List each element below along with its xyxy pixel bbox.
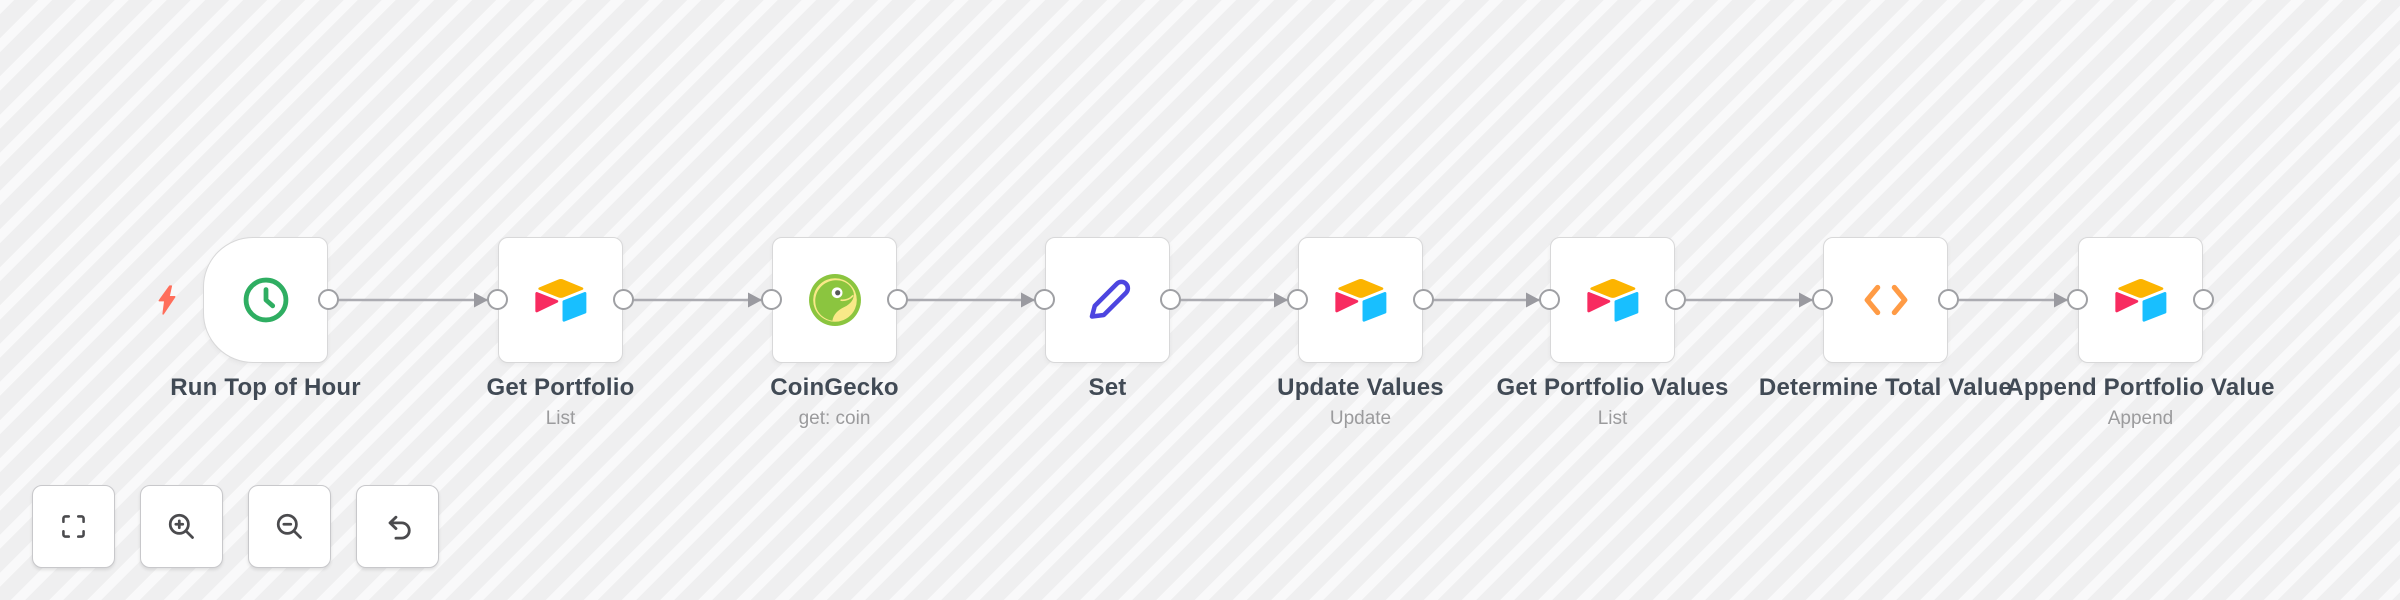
node-box[interactable]	[1298, 237, 1423, 363]
output-port[interactable]	[1938, 289, 1959, 310]
input-port[interactable]	[1287, 289, 1308, 310]
node-box[interactable]	[203, 237, 328, 363]
coingecko-icon	[808, 274, 861, 326]
input-port[interactable]	[761, 289, 782, 310]
output-port[interactable]	[1160, 289, 1181, 310]
lightning-bolt-icon	[156, 285, 178, 315]
airtable-icon	[1334, 278, 1386, 322]
output-port[interactable]	[613, 289, 634, 310]
reset-zoom-button[interactable]	[356, 485, 439, 568]
workflow-node[interactable]: CoinGecko get: coin	[761, 237, 908, 429]
pen-icon	[1089, 279, 1130, 319]
input-port[interactable]	[2067, 289, 2088, 310]
workflow-node[interactable]: Get Portfolio Values List	[1496, 237, 1728, 429]
airtable-icon	[534, 278, 586, 322]
clock-icon	[243, 277, 288, 323]
zoom-out-button[interactable]	[248, 485, 331, 568]
airtable-icon	[1586, 278, 1638, 322]
output-port[interactable]	[887, 289, 908, 310]
zoom-out-icon	[276, 513, 302, 539]
output-port[interactable]	[1665, 289, 1686, 310]
fit-view-button[interactable]	[32, 485, 115, 568]
node-box[interactable]	[498, 237, 623, 363]
output-port[interactable]	[2193, 289, 2214, 310]
zoom-in-icon	[168, 513, 194, 539]
input-port[interactable]	[1034, 289, 1055, 310]
workflow-node[interactable]: Run Top of Hour	[158, 237, 361, 401]
workflow-node[interactable]: Determine Total Value	[1759, 237, 2012, 401]
canvas-controls	[32, 485, 439, 568]
node-box[interactable]	[1823, 237, 1948, 363]
workflow-node[interactable]: Set	[1034, 237, 1181, 401]
input-port[interactable]	[1539, 289, 1560, 310]
airtable-icon	[2114, 278, 2166, 322]
lightning-bolt-icon	[158, 285, 176, 315]
undo-icon	[388, 515, 411, 540]
node-box[interactable]	[2078, 237, 2203, 363]
input-port[interactable]	[487, 289, 508, 310]
input-port[interactable]	[1812, 289, 1833, 310]
node-box[interactable]	[1045, 237, 1170, 363]
workflow-node[interactable]: Update Values Update	[1277, 237, 1444, 429]
node-box[interactable]	[1550, 237, 1675, 363]
code-icon	[1864, 284, 1907, 316]
node-box[interactable]	[772, 237, 897, 363]
workflow-node[interactable]: Append Portfolio Value Append	[2006, 237, 2275, 429]
workflow-node[interactable]: Get Portfolio List	[487, 237, 634, 429]
output-port[interactable]	[318, 289, 339, 310]
zoom-in-button[interactable]	[140, 485, 223, 568]
output-port[interactable]	[1413, 289, 1434, 310]
expand-icon	[62, 515, 85, 538]
